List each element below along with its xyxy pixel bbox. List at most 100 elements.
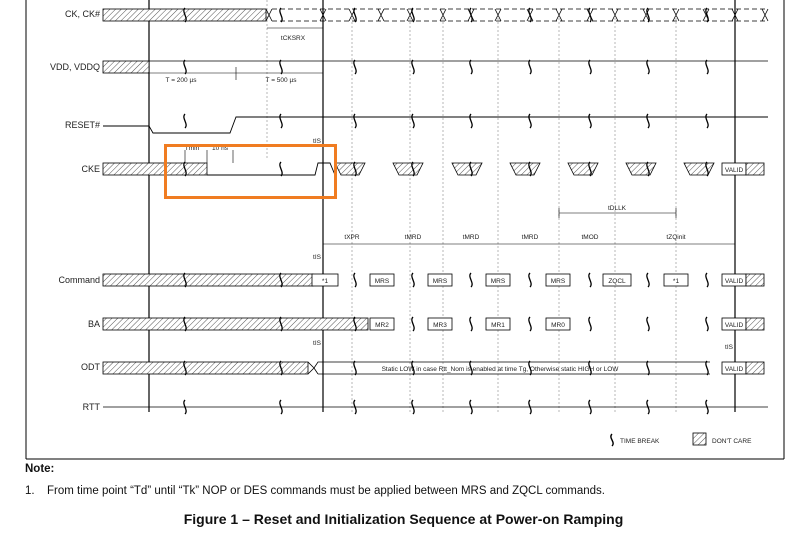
timing-tis-cmd: tIS [313, 254, 322, 261]
time-break-icon [469, 399, 473, 415]
time-break-icon [411, 316, 415, 332]
time-break-icon [705, 113, 709, 129]
command-cell-8: VALID [725, 278, 744, 285]
time-break-icon [610, 433, 614, 447]
command-cell-3: MRS [433, 278, 448, 285]
dont-care-swatch [692, 432, 707, 446]
tdllk-bracket: tDLLK [558, 205, 677, 218]
time-break-icon [528, 161, 532, 177]
legend-time-break: TIME BREAK [620, 438, 660, 445]
time-break-icon [528, 113, 532, 129]
time-break-icon [705, 272, 709, 288]
time-break-icon [279, 360, 283, 376]
label-ba: BA [88, 319, 100, 329]
label-reset: RESET# [65, 120, 100, 130]
time-break-icon [646, 360, 650, 376]
ba-cell-3: MR1 [491, 322, 505, 329]
time-break-icon [705, 59, 709, 75]
time-break-icon [588, 113, 592, 129]
odt-static-text: Static LOW in case Rtt_Nom is enabled at… [382, 366, 620, 373]
time-break-icon [411, 360, 415, 376]
timing-tdllk: tDLLK [608, 205, 627, 212]
time-break-icon [705, 360, 709, 376]
cke-dont-care-segment [625, 162, 657, 176]
reset-waveform [103, 116, 768, 134]
time-break-icon [646, 7, 650, 23]
time-break-icon [469, 316, 473, 332]
time-break-icon [183, 113, 187, 129]
time-break-icon [528, 272, 532, 288]
time-break-icon [183, 161, 187, 177]
timing-txpr: tXPR [344, 234, 359, 241]
time-break-icon [411, 113, 415, 129]
cke-waveform: Tmin 10 ns tIS VALID [102, 138, 765, 176]
command-cell-4: MRS [491, 278, 506, 285]
command-timing-brackets: tXPR tMRD tMRD tMRD tMOD tZQinit tIS [313, 234, 735, 261]
time-break-icon [705, 316, 709, 332]
odt-valid: VALID [725, 366, 744, 373]
time-break-icon [646, 399, 650, 415]
note-title: Note: [25, 463, 55, 475]
label-ck: CK, CK# [65, 9, 100, 19]
time-break-icon [705, 399, 709, 415]
time-break-icon [588, 316, 592, 332]
time-break-icon [469, 59, 473, 75]
time-break-icon [528, 399, 532, 415]
legend-dont-care: DON'T CARE [712, 438, 752, 445]
time-break-icon [588, 399, 592, 415]
timing-tcksrx: tCKSRX [281, 35, 306, 42]
timing-10ns: 10 ns [212, 145, 229, 152]
ba-cell-1: MR2 [375, 322, 389, 329]
cke-dont-care-segment [509, 162, 541, 176]
timing-tmrd-2: tMRD [463, 234, 480, 241]
time-break-icon [353, 360, 357, 376]
time-break-icon [279, 316, 283, 332]
cke-dont-care-segment [451, 162, 483, 176]
highlight-box [164, 144, 337, 199]
cke-dont-care-segment [567, 162, 599, 176]
timing-tis-odt: tIS [313, 340, 322, 347]
label-cke: CKE [81, 164, 100, 174]
command-cell-5: MRS [551, 278, 566, 285]
time-break-icon [183, 316, 187, 332]
time-break-icon [353, 316, 357, 332]
ba-cell-4: MR0 [551, 322, 565, 329]
time-break-icon [705, 7, 709, 23]
time-break-icon [411, 272, 415, 288]
time-break-icon [353, 399, 357, 415]
time-break-icon [411, 399, 415, 415]
time-break-icon [588, 59, 592, 75]
time-break-icon [279, 161, 283, 177]
timing-tmrd-3: tMRD [522, 234, 539, 241]
ck-waveform: tCKSRX [102, 8, 769, 42]
time-break-icon [183, 399, 187, 415]
legend: TIME BREAK DON'T CARE [610, 432, 752, 447]
time-break-icon [469, 113, 473, 129]
command-cell-6: ZQCL [608, 278, 626, 285]
time-break-icon [469, 161, 473, 177]
time-break-icon [528, 7, 532, 23]
time-break-icon [646, 316, 650, 332]
time-break-icon [588, 7, 592, 23]
time-break-icon [183, 7, 187, 23]
cke-dont-care-segment [392, 162, 424, 176]
label-rtt: RTT [83, 402, 101, 412]
timing-tis-cke: tIS [313, 138, 322, 145]
timing-tzqinit: tZQinit [666, 234, 685, 241]
figure-caption: Figure 1 – Reset and Initialization Sequ… [183, 511, 624, 527]
ba-cell-5: VALID [725, 322, 744, 329]
time-break-icon [353, 272, 357, 288]
time-break-icon [411, 59, 415, 75]
time-break-icon [183, 272, 187, 288]
ba-waveform: MR2 MR3 MR1 MR0 VALID [102, 317, 765, 331]
time-break-icon [353, 59, 357, 75]
label-odt: ODT [81, 362, 101, 372]
time-break-icon [528, 59, 532, 75]
vdd-waveform: T = 200 µs T = 500 µs [102, 60, 768, 84]
timing-tmod: tMOD [582, 234, 599, 241]
note-text: From time point “Td” until “Tk” NOP or D… [47, 485, 605, 497]
label-vdd: VDD, VDDQ [50, 62, 100, 72]
time-break-icon [353, 161, 357, 177]
command-cell-7: *1 [673, 278, 680, 285]
